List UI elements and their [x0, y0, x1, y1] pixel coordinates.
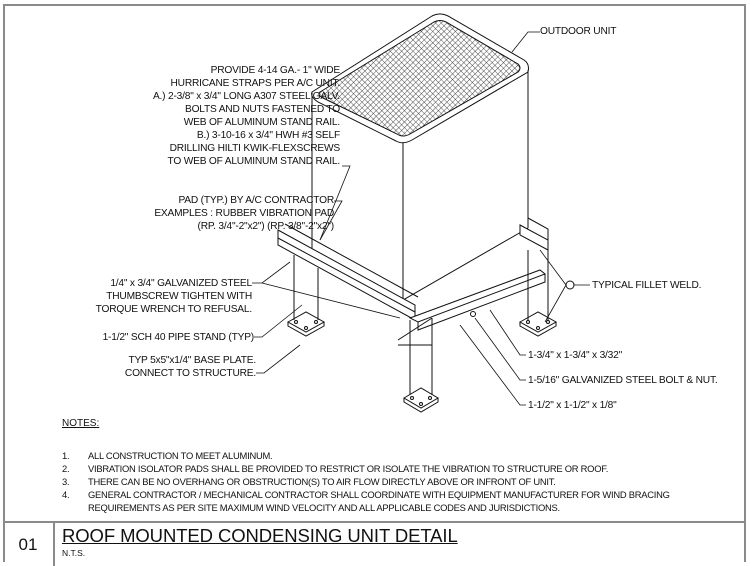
note-number: 4. [62, 489, 70, 500]
note-item: 2. VIBRATION ISOLATOR PADS SHALL BE PROVI… [62, 463, 608, 476]
title-block-divider [53, 521, 55, 566]
note-text: REQUIREMENTS AS PER SITE MAXIMUM WIND VE… [88, 501, 560, 513]
callout-line: THUMBSCREW TIGHTEN WITH [106, 291, 252, 302]
callout-line: PROVIDE 4-14 GA.- 1" WIDE [210, 65, 341, 76]
drawing-frame [3, 4, 746, 562]
note-text: GENERAL CONTRACTOR / MECHANICAL CONTRACT… [88, 489, 670, 500]
detail-title: ROOF MOUNTED CONDENSING UNIT DETAIL [62, 525, 458, 546]
callout-hurricane-straps: PROVIDE 4-14 GA.- 1" WIDE HURRICANE STRA… [153, 64, 340, 168]
callout-line: BOLTS AND NUTS FASTENED TO [184, 104, 340, 115]
pipe-stand [277, 217, 575, 413]
note-item: 3. THERE CAN BE NO OVERHANG OR OBSTRUCTIO… [62, 476, 556, 489]
callout-line: CONNECT TO STRUCTURE. [124, 368, 256, 379]
detail-number: 01 [18, 535, 38, 554]
note-number: 1. [62, 450, 70, 461]
callout-line: B.) 3-10-16 x 3/4" HWH #3 SELF [196, 130, 340, 141]
note-text: THERE CAN BE NO OVERHANG OR OBSTRUCTION(… [88, 476, 556, 487]
callout-pipe-stand: 1-1/2" SCH 40 PIPE STAND (TYP) [102, 332, 255, 343]
callout-angle-small: 1-1/2" x 1-1/2" x 1/8" [528, 400, 617, 411]
callout-line: DRILLING HILTI KWIK-FLEXSCREWS [169, 143, 341, 154]
note-number: 2. [62, 463, 70, 474]
note-item: 1. ALL CONSTRUCTION TO MEET ALUMINUM. [62, 450, 273, 463]
note-item: 4. GENERAL CONTRACTOR / MECHANICAL CONTRA… [62, 489, 670, 514]
callout-outdoor-unit: OUTDOOR UNIT [540, 26, 617, 37]
callout-line: PAD (TYP.) BY A/C CONTRACTOR [178, 195, 334, 206]
callout-line: TYP 5x5"x1/4" BASE PLATE. [128, 355, 256, 366]
note-text: VIBRATION ISOLATOR PADS SHALL BE PROVIDE… [88, 463, 609, 474]
callout-line: A.) 2-3/8" x 3/4" LONG A307 STEEL GALV. [152, 91, 340, 102]
callout-line: 1/4" x 3/4" GALVANIZED STEEL [110, 278, 252, 289]
callout-bolt: 1-5/16" GALVANIZED STEEL BOLT & NUT. [528, 375, 718, 386]
note-text: ALL CONSTRUCTION TO MEET ALUMINUM. [88, 450, 273, 461]
callout-line: (RP. 3/4"-2"x2") (RP. 3/8"-2"x2") [197, 221, 335, 232]
leader-lines [252, 31, 590, 406]
callout-pad: PAD (TYP.) BY A/C CONTRACTOR EXAMPLES : … [154, 194, 334, 233]
callout-fillet-weld: TYPICAL FILLET WELD. [592, 280, 702, 291]
outdoor-unit [311, 13, 529, 301]
callout-line: HURRICANE STRAPS PER A/C UNIT. [170, 78, 341, 89]
callout-line: EXAMPLES : RUBBER VIBRATION PAD [154, 208, 334, 219]
note-number: 3. [62, 476, 70, 487]
callout-base-plate: TYP 5x5"x1/4" BASE PLATE. CONNECT TO STR… [125, 354, 256, 380]
callout-line: TO WEB OF ALUMINUM STAND RAIL. [167, 156, 341, 167]
title-block [3, 521, 746, 566]
callout-line: TORQUE WRENCH TO REFUSAL. [95, 304, 253, 315]
notes-heading: NOTES: [62, 418, 100, 429]
callout-thumbscrew: 1/4" x 3/4" GALVANIZED STEEL THUMBSCREW … [95, 277, 253, 316]
callout-line: WEB OF ALUMINUM STAND RAIL. [183, 117, 340, 128]
callout-angle-large: 1-3/4" x 1-3/4" x 3/32" [528, 350, 623, 361]
detail-scale: N.T.S. [62, 548, 86, 558]
